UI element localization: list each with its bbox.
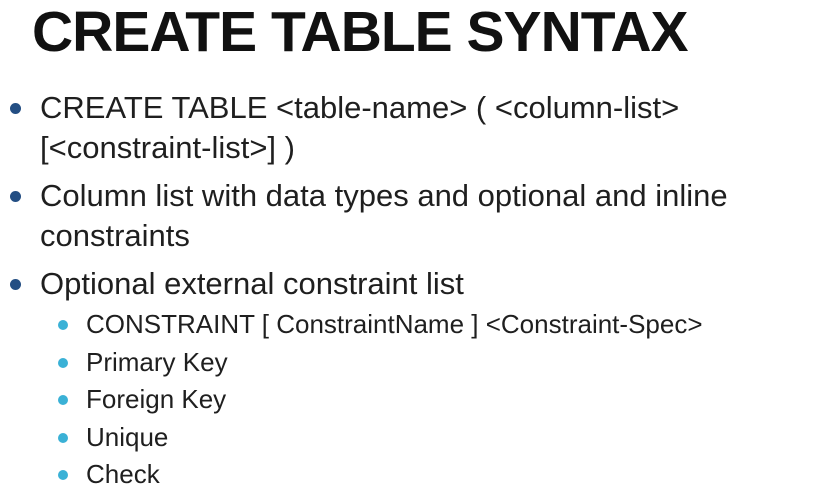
sub-bullet-dot-icon — [58, 395, 68, 405]
bullet-dot-icon — [10, 279, 21, 290]
sub-bullet-item: CONSTRAINT [ ConstraintName ] <Constrain… — [0, 306, 831, 344]
sub-bullet-text: Primary Key — [86, 346, 228, 377]
slide-title: CREATE TABLE SYNTAX — [32, 0, 689, 64]
bullet-create-table: CREATE TABLE <table-name> ( <column-list… — [0, 88, 831, 168]
sub-bullet-text: CONSTRAINT [ ConstraintName ] <Constrain… — [86, 309, 703, 339]
sub-bullet-dot-icon — [58, 357, 68, 368]
bullet-list: CREATE TABLE <table-name> ( <column-list… — [0, 88, 831, 312]
sub-bullet-dot-icon — [58, 320, 68, 330]
sub-bullet-dot-icon — [58, 470, 68, 480]
bullet-dot-icon — [10, 103, 21, 114]
bullet-column-list: Column list with data types and optional… — [0, 176, 831, 256]
bullet-text-line: CREATE TABLE <table-name> ( <column-list… — [40, 90, 680, 125]
bullet-text-line: constraints — [40, 218, 190, 253]
bullet-text-line: Optional external constraint list — [40, 266, 464, 301]
sub-bullet-item: Unique — [0, 419, 831, 457]
sub-bullet-text: Foreign Key — [86, 384, 227, 414]
sub-bullet-text: Unique — [86, 421, 169, 452]
bullet-text-line: Column list with data types and optional… — [40, 178, 728, 213]
bullet-text-line: [<constraint-list>] ) — [40, 130, 295, 165]
sub-bullet-list: CONSTRAINT [ ConstraintName ] <Constrain… — [0, 306, 831, 494]
sub-bullet-text: Check — [86, 459, 160, 489]
sub-bullet-item: Foreign Key — [0, 381, 831, 419]
sub-bullet-item: Primary Key — [0, 344, 831, 382]
sub-bullet-item: Check — [0, 456, 831, 494]
bullet-dot-icon — [10, 191, 21, 202]
sub-bullet-dot-icon — [58, 432, 68, 443]
bullet-external-constraints: Optional external constraint list — [0, 264, 831, 304]
